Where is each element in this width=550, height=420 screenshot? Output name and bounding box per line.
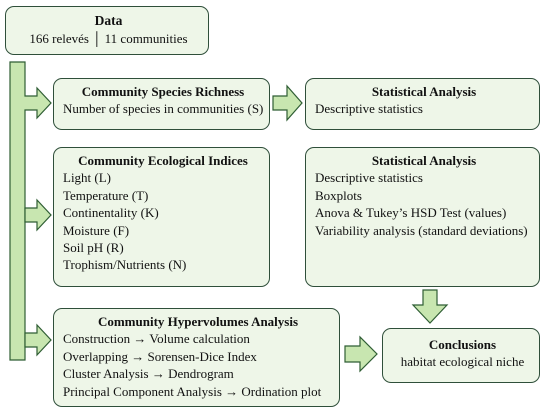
- hypervolumes-item: Construction → Volume calculation: [63, 331, 250, 347]
- arrow-data-to-richness: [9, 61, 52, 361]
- conclusions-item: habitat ecological niche: [400, 354, 525, 370]
- statistical-analysis-box-2: Statistical Analysis Descriptive statist…: [305, 147, 540, 287]
- richness-box-title: Community Species Richness: [81, 84, 245, 99]
- data-box-title: Data: [94, 13, 123, 28]
- data-box-summary: 166 relevés │ 11 communities: [29, 31, 188, 46]
- hypervolumes-box-title: Community Hypervolumes Analysis: [97, 314, 299, 329]
- indices-item: Moisture (F): [63, 222, 130, 238]
- stats-box-2-item: Descriptive statistics: [315, 170, 423, 186]
- stats-box-1-item: Descriptive statistics: [315, 101, 423, 117]
- hypervolumes-item: Overlapping → Sorensen-Dice Index: [63, 348, 257, 364]
- conclusions-box: Conclusions habitat ecological niche: [382, 328, 540, 383]
- hypervolumes-analysis-box: Community Hypervolumes Analysis Construc…: [53, 308, 340, 407]
- arrow-stats-to-conclusions: [411, 289, 449, 324]
- flow-arrows: [9, 61, 449, 373]
- hypervolumes-item: Principal Component Analysis → Ordinatio…: [63, 383, 322, 399]
- ecological-indices-box: Community Ecological Indices Light (L) T…: [53, 147, 270, 287]
- indices-item: Light (L): [63, 170, 112, 186]
- data-box: Data 166 relevés │ 11 communities: [5, 6, 209, 55]
- indices-box-title: Community Ecological Indices: [78, 153, 248, 168]
- stats-box-2-item: Variability analysis (standard deviation…: [315, 222, 528, 238]
- stats-box-1-title: Statistical Analysis: [371, 84, 477, 99]
- indices-item: Continentality (K): [63, 205, 159, 221]
- stats-box-2-item: Boxplots: [315, 187, 362, 203]
- indices-item: Soil pH (R): [63, 240, 124, 256]
- arrow-trunk-to-hypervolumes: [24, 323, 52, 357]
- hypervolumes-item: Cluster Analysis → Dendrogram: [63, 366, 234, 382]
- arrow-richness-to-stats: [272, 84, 303, 122]
- stats-box-2-title: Statistical Analysis: [371, 153, 477, 168]
- arrow-trunk-to-indices: [24, 198, 52, 232]
- indices-item: Trophism/Nutrients (N): [63, 257, 187, 273]
- statistical-analysis-box-1: Statistical Analysis Descriptive statist…: [305, 78, 540, 130]
- stats-box-2-item: Anova & Tukey’s HSD Test (values): [315, 205, 507, 221]
- indices-item: Temperature (T): [63, 187, 149, 203]
- conclusions-box-title: Conclusions: [428, 337, 497, 352]
- richness-box: Community Species Richness Number of spe…: [53, 78, 270, 130]
- arrow-hypervolumes-to-conclusions: [344, 335, 378, 373]
- richness-item: Number of species in communities (S): [63, 101, 264, 117]
